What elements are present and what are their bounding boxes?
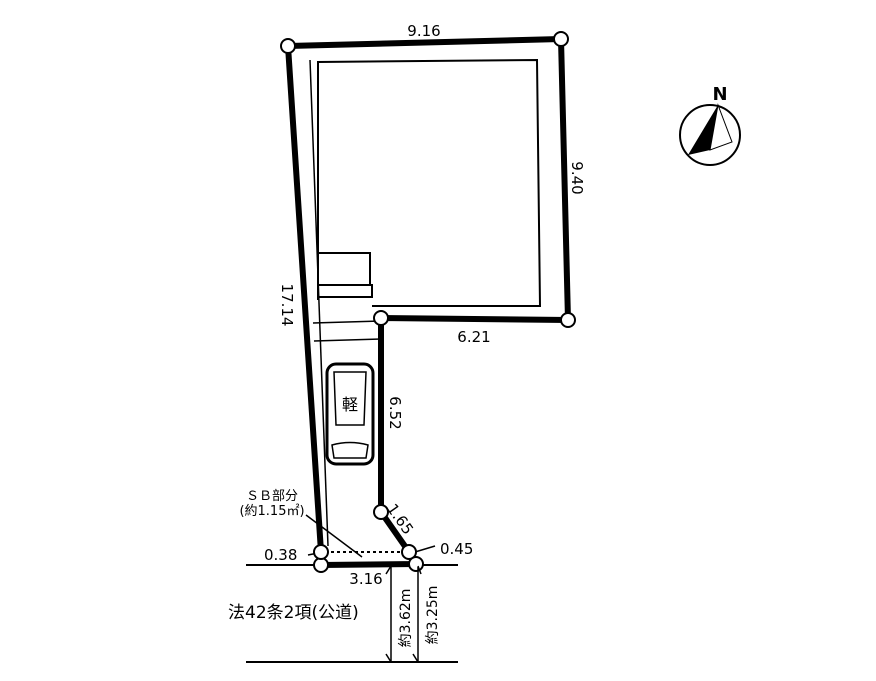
parking-label: 軽 — [342, 395, 358, 414]
road-label: 法42条2項(公道) — [228, 603, 359, 623]
dim-top: 9.16 — [407, 22, 440, 40]
lot-boundary — [285, 36, 571, 568]
building-outline — [317, 58, 542, 307]
driveway-lines — [309, 59, 382, 547]
dim-step: 6.21 — [457, 328, 490, 346]
boundary-markers — [280, 31, 576, 573]
setback-leader — [305, 514, 363, 558]
road-width-left: 約3.62m — [398, 589, 414, 648]
setback-area: (約1.15㎡) — [239, 504, 304, 519]
compass-label: N — [712, 84, 727, 105]
car-icon: 軽 — [325, 362, 375, 466]
road-width-arrows — [385, 565, 422, 663]
dim-left-setback: 0.38 — [264, 546, 297, 564]
road-width-right: 約3.25m — [425, 586, 441, 645]
dim-frontage: 3.16 — [349, 570, 382, 588]
setback-label: ＳＢ部分 — [246, 489, 298, 504]
north-compass-icon: N — [679, 84, 741, 166]
dim-right-setback: 0.45 — [440, 540, 473, 558]
dim-left: 17.14 — [278, 284, 296, 327]
right-setback-leader — [414, 545, 436, 553]
dim-right: 9.40 — [568, 161, 586, 194]
dim-driveway: 6.52 — [386, 396, 404, 429]
